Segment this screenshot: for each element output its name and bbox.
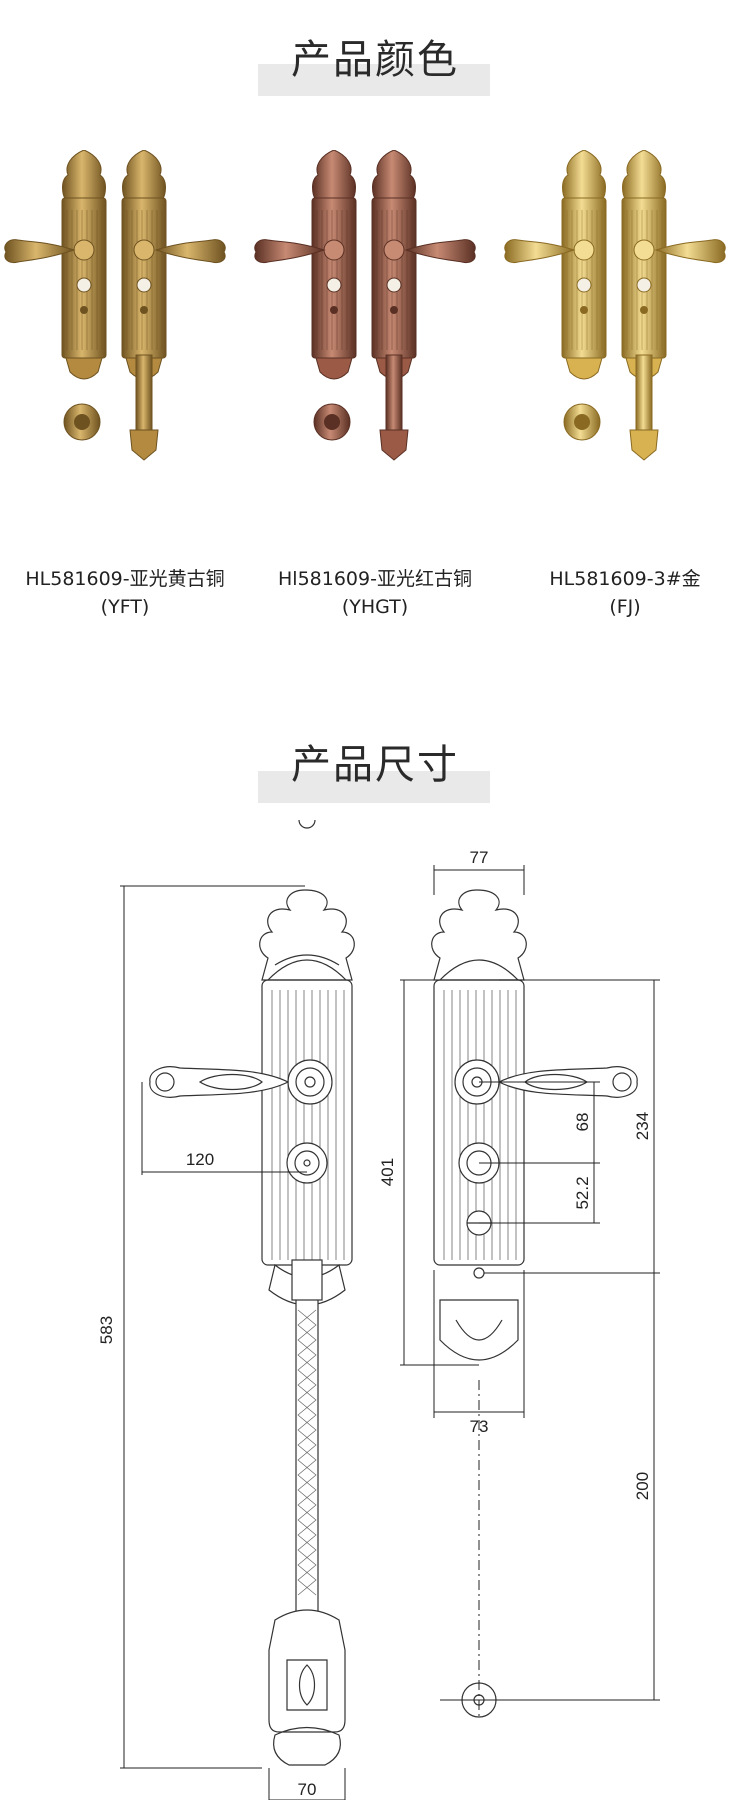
dim-plate-width: 73 xyxy=(470,1417,489,1436)
left-lever xyxy=(4,239,76,263)
rosette xyxy=(323,239,345,261)
colors-section-heading: 产品颜色 xyxy=(0,30,750,100)
product-caption: HL581609-3#金 (FJ) xyxy=(500,565,750,621)
right-plate-crown xyxy=(622,150,666,201)
rosette xyxy=(383,239,405,261)
key-cylinder xyxy=(636,277,652,293)
escutcheon-hole xyxy=(74,414,90,430)
right-lever xyxy=(154,239,226,263)
thumb-turn xyxy=(80,306,88,314)
dimension-lines xyxy=(120,865,660,1800)
product-code: Hl581609-亚光红古铜 xyxy=(278,568,472,590)
left-plate-bottom xyxy=(565,357,603,380)
product-card-yft: HL581609-亚光黄古铜 (YFT) xyxy=(0,150,250,630)
dimension-labels: 77 583 401 120 68 52.2 234 200 73 70 xyxy=(97,848,652,1799)
escutcheon-hole xyxy=(324,414,340,430)
size-section-heading: 产品尺寸 xyxy=(0,735,750,805)
thumb-turn xyxy=(330,306,338,314)
pull-handle-foot xyxy=(129,429,159,461)
key-cylinder xyxy=(136,277,152,293)
pull-handle-foot xyxy=(379,429,409,461)
product-finish: (YHGT) xyxy=(341,596,409,618)
rosette xyxy=(73,239,95,261)
thumb-turn xyxy=(580,306,588,314)
dim-width-top: 77 xyxy=(470,848,489,867)
lock-product-image xyxy=(504,150,726,461)
pull-handle-foot xyxy=(629,429,659,461)
product-card-yhgt: Hl581609-亚光红古铜 (YHGT) xyxy=(250,150,500,630)
product-finish: (YFT) xyxy=(100,596,150,618)
right-plate-crown xyxy=(122,150,166,201)
key-cylinder xyxy=(326,277,342,293)
rosette xyxy=(133,239,155,261)
right-lever xyxy=(404,239,476,263)
left-lever xyxy=(504,239,576,263)
dim-plate-height: 401 xyxy=(378,1158,397,1186)
right-lever xyxy=(654,239,726,263)
product-code: HL581609-3#金 xyxy=(549,568,701,590)
front-view-lock xyxy=(149,820,355,1766)
pull-handle xyxy=(135,354,153,436)
product-code: HL581609-亚光黄古铜 xyxy=(25,568,225,590)
left-plate-crown xyxy=(562,150,606,201)
product-card-fj: HL581609-3#金 (FJ) xyxy=(500,150,750,630)
thumb-turn xyxy=(140,306,148,314)
lock-product-image xyxy=(254,150,476,461)
thumb-turn xyxy=(640,306,648,314)
dim-spacing-200: 200 xyxy=(633,1472,652,1500)
pull-handle xyxy=(635,354,653,436)
escutcheon-hole xyxy=(574,414,590,430)
colors-section-title: 产品颜色 xyxy=(291,37,459,83)
lock-product-image xyxy=(4,150,226,461)
thumb-turn xyxy=(390,306,398,314)
size-section-title: 产品尺寸 xyxy=(291,742,459,788)
pull-handle xyxy=(385,354,403,436)
dim-spacing-52: 52.2 xyxy=(573,1176,592,1209)
left-lever xyxy=(254,239,326,263)
heading-underline-bar xyxy=(258,771,490,803)
dim-overall-height: 583 xyxy=(97,1316,116,1344)
rosette xyxy=(573,239,595,261)
key-cylinder xyxy=(576,277,592,293)
dimension-drawing: 77 583 401 120 68 52.2 234 200 73 70 xyxy=(97,820,660,1800)
product-caption: Hl581609-亚光红古铜 (YHGT) xyxy=(250,565,500,621)
dim-bottom-width: 70 xyxy=(298,1780,317,1799)
rosette xyxy=(633,239,655,261)
side-view-lock xyxy=(431,889,638,1718)
key-cylinder xyxy=(386,277,402,293)
dim-lever-length: 120 xyxy=(186,1150,214,1169)
product-finish: (FJ) xyxy=(609,596,641,618)
dim-spacing-234: 234 xyxy=(633,1112,652,1140)
heading-underline-bar xyxy=(258,64,490,96)
left-plate-bottom xyxy=(315,357,353,380)
product-caption: HL581609-亚光黄古铜 (YFT) xyxy=(0,565,250,621)
left-plate-bottom xyxy=(65,357,103,380)
right-plate-crown xyxy=(372,150,416,201)
left-plate-crown xyxy=(312,150,356,201)
dim-spacing-68: 68 xyxy=(573,1113,592,1132)
key-cylinder xyxy=(76,277,92,293)
left-plate-crown xyxy=(62,150,106,201)
